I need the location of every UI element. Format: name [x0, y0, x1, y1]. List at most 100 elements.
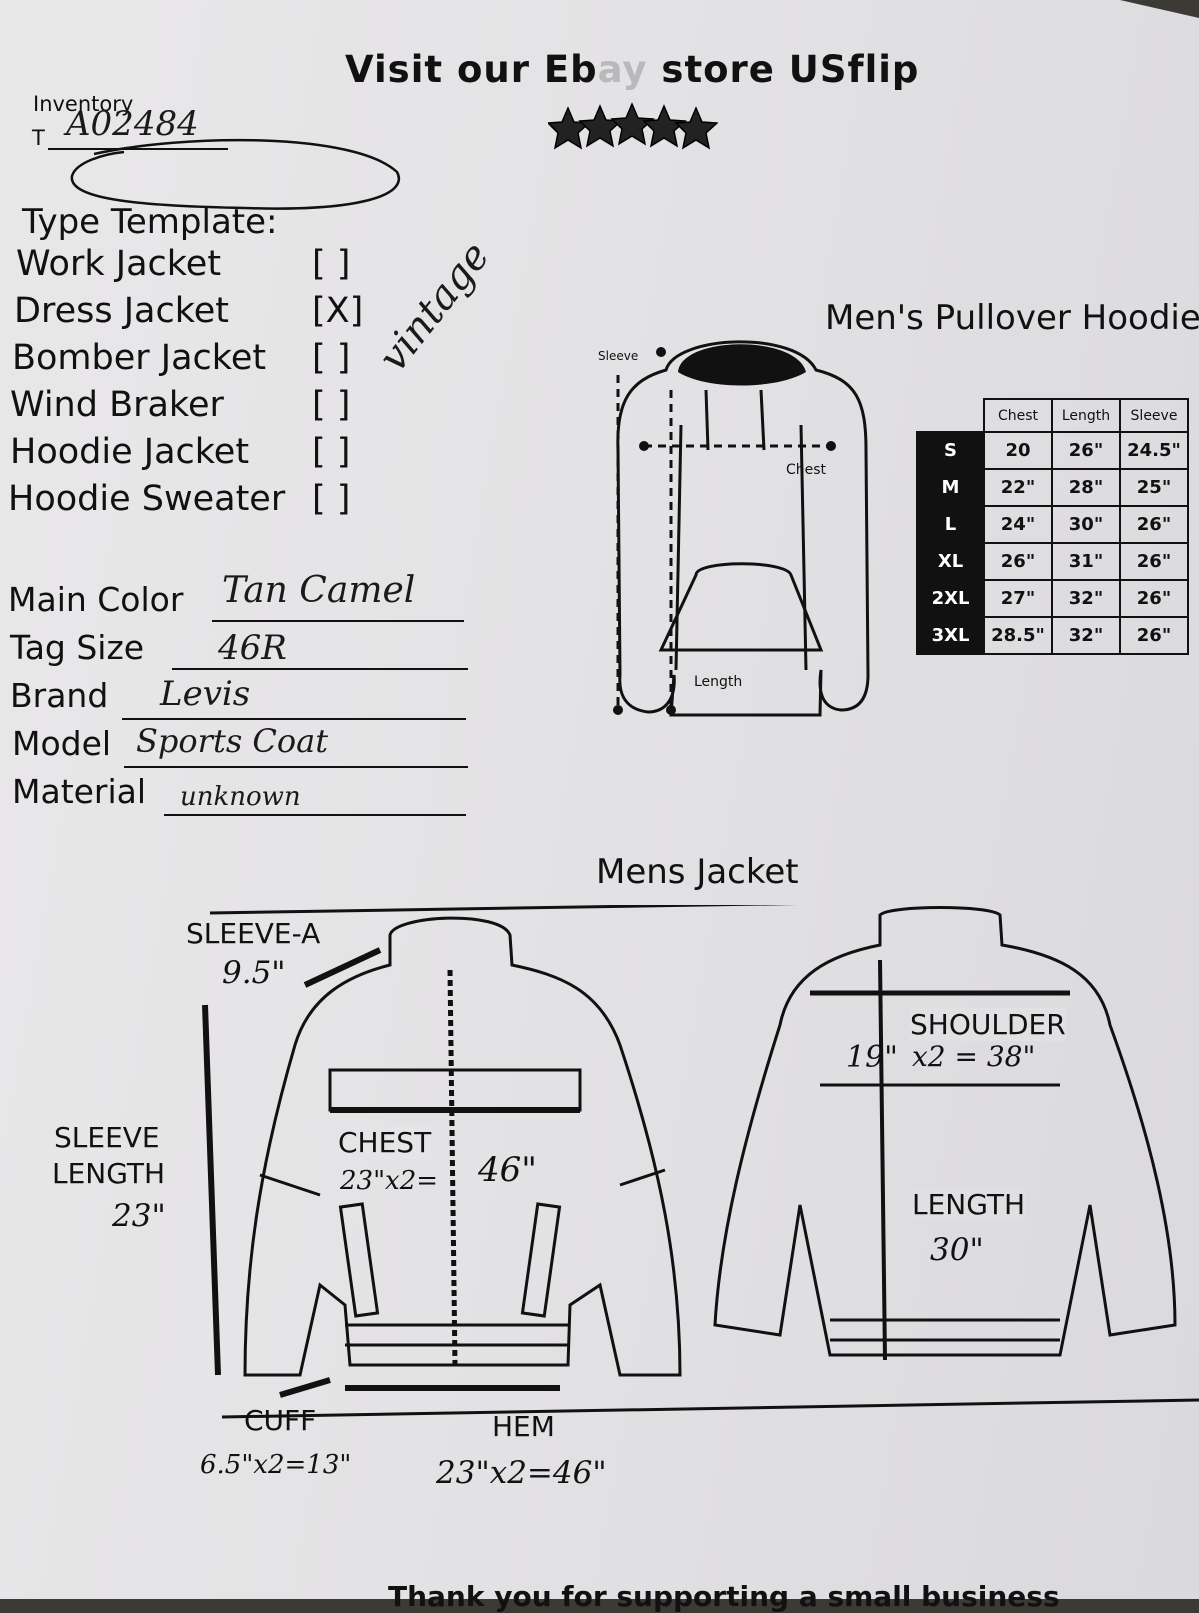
- field-label-brand: Brand: [10, 676, 109, 715]
- sleeve-cell: 26": [1119, 616, 1189, 655]
- table-row: L 24" 30" 26": [916, 505, 1189, 544]
- field-label-tag-size: Tag Size: [10, 628, 145, 667]
- jacket-sleeve-length-label-2: LENGTH: [52, 1157, 166, 1190]
- chest-cell: 28.5": [983, 616, 1053, 655]
- table-row: 2XL 27" 32" 26": [916, 579, 1189, 618]
- type-checkbox-dress-jacket[interactable]: [X]: [312, 291, 364, 331]
- sleeve-cell: 26": [1119, 542, 1189, 581]
- jacket-shoulder-value-left: 19": [846, 1040, 898, 1075]
- type-item-hoodie-sweater: Hoodie Sweater: [8, 479, 286, 519]
- inventory-prefix: T: [32, 126, 45, 150]
- field-label-model: Model: [12, 724, 112, 763]
- jacket-length-value: 30": [930, 1232, 984, 1268]
- chest-cell: 20: [983, 431, 1053, 470]
- hoodie-size-table: Chest Length Sleeve S 20 26" 24.5" M 22"…: [916, 398, 1189, 655]
- sleeve-cell: 26": [1119, 579, 1189, 618]
- type-checkbox-work-jacket[interactable]: [ ]: [312, 244, 351, 284]
- table-row: S 20 26" 24.5": [916, 431, 1189, 470]
- size-cell: 2XL: [916, 579, 985, 618]
- jacket-sleeve-a-label: SLEEVE-A: [186, 917, 321, 950]
- length-cell: 28": [1051, 468, 1121, 507]
- field-value-model: Sports Coat: [136, 722, 329, 760]
- hoodie-title: Men's Pullover Hoodie: [825, 298, 1199, 338]
- jacket-cuff-label: CUFF: [244, 1404, 317, 1437]
- size-header-length: Length: [1051, 398, 1121, 433]
- type-item-work-jacket: Work Jacket: [16, 244, 222, 284]
- rating-stars-icon: [548, 102, 718, 150]
- inventory-oval-icon: [70, 138, 400, 210]
- field-line-model: [124, 766, 468, 768]
- jacket-diagram-icon: [202, 905, 1199, 1419]
- jacket-chest-value-right: 46": [478, 1150, 537, 1190]
- size-cell: S: [916, 431, 985, 470]
- jacket-title: Mens Jacket: [596, 852, 799, 892]
- jacket-chest-value-left: 23"x2=: [340, 1166, 439, 1196]
- hoodie-sleeve-label: Sleeve: [598, 349, 639, 363]
- type-checkbox-hoodie-sweater[interactable]: [ ]: [312, 479, 351, 519]
- length-cell: 26": [1051, 431, 1121, 470]
- jacket-sleeve-a-value: 9.5": [222, 955, 286, 991]
- type-checkbox-bomber-jacket[interactable]: [ ]: [312, 338, 351, 378]
- inventory-number: A02484: [66, 104, 199, 144]
- inventory-label: Inventory: [33, 92, 134, 116]
- jacket-length-label: LENGTH: [912, 1188, 1026, 1221]
- sleeve-cell: 26": [1119, 505, 1189, 544]
- field-value-tag-size: 46R: [218, 628, 287, 668]
- chest-cell: 22": [983, 468, 1053, 507]
- hoodie-length-label: Length: [694, 674, 743, 690]
- table-row: 3XL 28.5" 32" 26": [916, 616, 1189, 655]
- jacket-hem-value: 23"x2=46": [436, 1455, 607, 1491]
- jacket-shoulder-value-right: x2 = 38": [912, 1040, 1036, 1073]
- header-faint-text: ay: [597, 48, 648, 91]
- length-cell: 30": [1051, 505, 1121, 544]
- type-checkbox-hoodie-jacket[interactable]: [ ]: [312, 432, 351, 472]
- jacket-shoulder-label: SHOULDER: [910, 1008, 1066, 1041]
- jacket-sleeve-length-value: 23": [112, 1198, 166, 1234]
- type-item-bomber-jacket: Bomber Jacket: [12, 338, 267, 378]
- type-checkbox-wind-braker[interactable]: [ ]: [312, 385, 351, 425]
- type-item-wind-braker: Wind Braker: [10, 385, 224, 425]
- length-cell: 31": [1051, 542, 1121, 581]
- sleeve-cell: 25": [1119, 468, 1189, 507]
- size-header-sleeve: Sleeve: [1119, 398, 1189, 433]
- field-line-material: [164, 814, 466, 816]
- length-cell: 32": [1051, 616, 1121, 655]
- jacket-cuff-value: 6.5"x2=13": [200, 1450, 352, 1480]
- type-item-dress-jacket: Dress Jacket: [14, 291, 229, 331]
- type-item-hoodie-jacket: Hoodie Jacket: [10, 432, 250, 472]
- jacket-hem-label: HEM: [492, 1410, 555, 1443]
- field-line-main-color: [212, 620, 464, 622]
- type-template-list: Work Jacket [ ] Dress Jacket [X] Bomber …: [8, 244, 372, 534]
- size-header-chest: Chest: [983, 398, 1053, 433]
- store-header: Visit our Ebay store USflip: [345, 48, 919, 91]
- header-store-name: store USflip: [647, 48, 920, 91]
- chest-cell: 24": [983, 505, 1053, 544]
- type-template-title: Type Template:: [22, 202, 278, 242]
- chest-cell: 26": [983, 542, 1053, 581]
- field-value-brand: Levis: [160, 674, 251, 714]
- length-cell: 32": [1051, 579, 1121, 618]
- field-label-main-color: Main Color: [8, 580, 184, 619]
- field-line-brand: [122, 718, 466, 720]
- table-row: M 22" 28" 25": [916, 468, 1189, 507]
- field-value-main-color: Tan Camel: [222, 570, 416, 611]
- hoodie-diagram-icon: [613, 340, 870, 717]
- sleeve-cell: 24.5": [1119, 431, 1189, 470]
- field-line-tag-size: [172, 668, 468, 670]
- table-row: XL 26" 31" 26": [916, 542, 1189, 581]
- size-table-header: Chest Length Sleeve: [917, 398, 1189, 433]
- field-label-material: Material: [12, 772, 147, 811]
- inventory-underline: [48, 148, 228, 150]
- jacket-sleeve-length-label-1: SLEEVE: [54, 1121, 160, 1154]
- size-cell: M: [916, 468, 985, 507]
- field-value-material: unknown: [180, 782, 301, 812]
- size-table-corner: [917, 399, 984, 432]
- size-cell: 3XL: [916, 616, 985, 655]
- size-cell: XL: [916, 542, 985, 581]
- header-text: Visit our Eb: [345, 48, 598, 91]
- footer-thanks: Thank you for supporting a small busines…: [388, 1580, 1060, 1613]
- jacket-chest-label: CHEST: [338, 1126, 432, 1159]
- hoodie-chest-label: Chest: [786, 462, 827, 478]
- chest-cell: 27": [983, 579, 1053, 618]
